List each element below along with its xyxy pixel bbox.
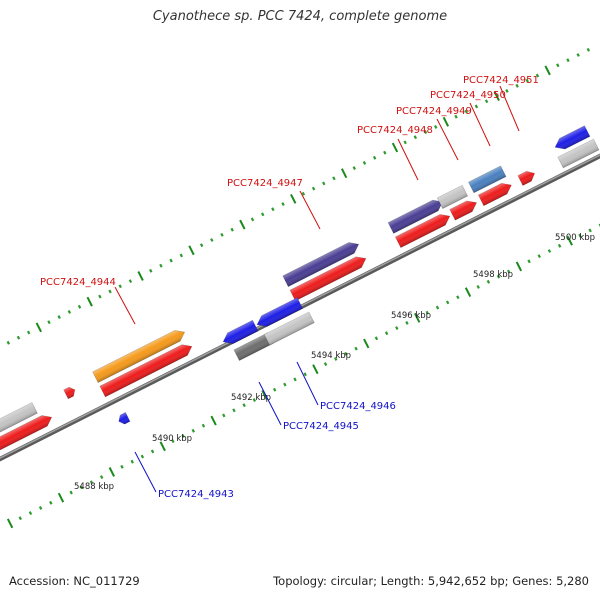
outer-track xyxy=(6,47,591,345)
gene-bar-pcc7424-4944[interactable] xyxy=(92,327,188,383)
gene-bar-pcc7424-4948[interactable] xyxy=(387,197,445,234)
gene-label-pcc7424-4949[interactable]: PCC7424_4949 xyxy=(396,106,472,161)
gene-bar-pcc7424-4944-red[interactable] xyxy=(99,341,195,398)
gene-bar-pcc7424-4948-red[interactable] xyxy=(394,211,452,249)
gene-bar-pcc7424-4943[interactable] xyxy=(117,412,131,425)
gene-bar-pcc7424-4949-grey[interactable] xyxy=(436,184,469,209)
gene-label-pcc7424-4943[interactable]: PCC7424_4943 xyxy=(134,451,234,500)
gene-bar-pcc7424-4945-blue[interactable] xyxy=(220,319,259,347)
scale-tick-label: 5498 kbp xyxy=(473,270,513,280)
scale-tick-label: 5492 kbp xyxy=(231,393,271,403)
topology-text: Topology: circular; Length: 5,942,652 bp… xyxy=(273,574,589,588)
svg-text:PCC7424_4946: PCC7424_4946 xyxy=(320,401,396,412)
scale-tick-label: 5496 kbp xyxy=(391,311,431,321)
scale-tick-label: 5490 kbp xyxy=(152,434,192,444)
gene-bar-grey-right[interactable] xyxy=(557,138,600,169)
gene-bar-pcc7424-4950[interactable] xyxy=(477,180,514,207)
svg-text:PCC7424_4948: PCC7424_4948 xyxy=(357,125,433,136)
scale-tick-label: 5488 kbp xyxy=(74,482,114,492)
svg-text:PCC7424_4947: PCC7424_4947 xyxy=(227,178,303,189)
accession-text: Accession: NC_011729 xyxy=(9,574,140,588)
gene-bar-pcc7424-4945[interactable] xyxy=(233,332,274,361)
gene-bar-pcc7424-4947-red[interactable] xyxy=(289,253,369,302)
gene-bar-red[interactable] xyxy=(0,412,54,455)
inner-track xyxy=(6,223,600,529)
map-title: Cyanothece sp. PCC 7424, complete genome xyxy=(152,9,448,24)
svg-text:PCC7424_4949: PCC7424_4949 xyxy=(396,106,472,117)
gene-label-pcc7424-4945[interactable]: PCC7424_4945 xyxy=(258,381,359,432)
scale-tick-label: 5494 kbp xyxy=(311,351,351,361)
svg-text:PCC7424_4943: PCC7424_4943 xyxy=(158,489,234,500)
gene-bar-pcc7424-4949[interactable] xyxy=(449,197,480,221)
gene-bar-blue-right[interactable] xyxy=(552,125,591,153)
svg-text:PCC7424_4950: PCC7424_4950 xyxy=(430,90,506,101)
gene-bar-pcc7424-4950-blue[interactable] xyxy=(468,165,507,194)
gene-small-red[interactable] xyxy=(63,385,77,400)
gene-bar-pcc7424-4946-blue[interactable] xyxy=(254,297,304,330)
gene-bar-pcc7424-4946[interactable] xyxy=(263,311,315,346)
genome-backbone xyxy=(0,153,600,462)
gene-bar-pcc7424-4947[interactable] xyxy=(282,239,362,287)
gene-bar-grey[interactable] xyxy=(0,402,38,442)
svg-text:PCC7424_4945: PCC7424_4945 xyxy=(283,421,359,432)
svg-text:PCC7424_4944: PCC7424_4944 xyxy=(40,277,116,288)
gene-label-pcc7424-4947[interactable]: PCC7424_4947 xyxy=(227,178,321,230)
scale-tick-label: 5500 kbp xyxy=(555,233,595,243)
gene-label-pcc7424-4950[interactable]: PCC7424_4950 xyxy=(430,90,506,147)
gene-label-pcc7424-4944[interactable]: PCC7424_4944 xyxy=(40,277,136,325)
gene-label-pcc7424-4948[interactable]: PCC7424_4948 xyxy=(357,125,433,181)
gene-bar-pcc7424-4951[interactable] xyxy=(517,168,537,186)
gene-label-pcc7424-4946[interactable]: PCC7424_4946 xyxy=(296,361,396,412)
svg-text:PCC7424_4951: PCC7424_4951 xyxy=(463,75,539,86)
gene-label-pcc7424-4951[interactable]: PCC7424_4951 xyxy=(463,75,539,132)
